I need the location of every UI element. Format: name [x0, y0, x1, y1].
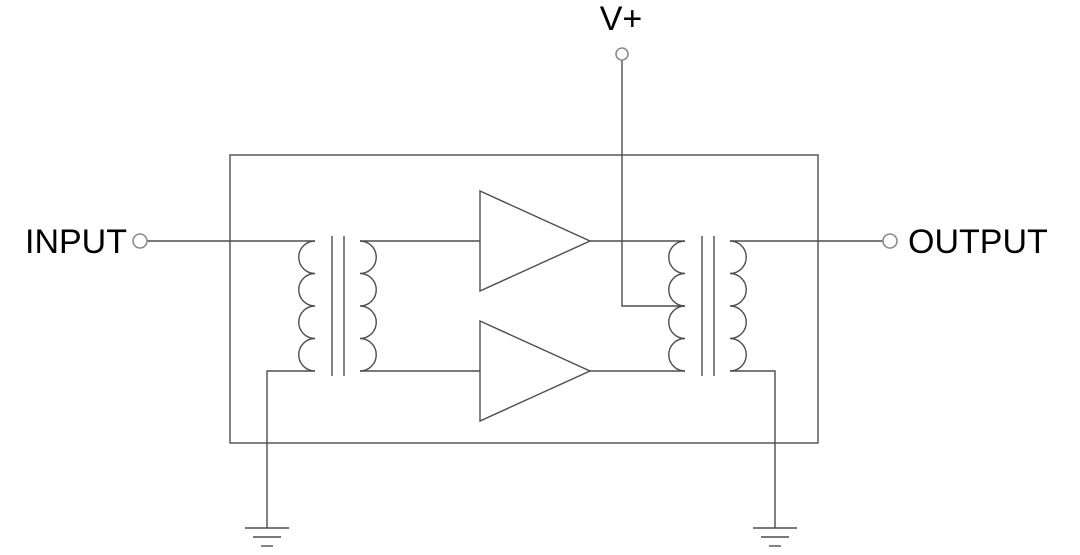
- output-transformer-primary-coil: [668, 240, 686, 372]
- output-label: OUTPUT: [908, 223, 1048, 261]
- vplus-wire: [621, 60, 685, 307]
- input-primary-ground-wire: [266, 370, 315, 528]
- terminals-group: [132, 47, 898, 249]
- amplifier-bottom: [479, 319, 592, 423]
- output-transformer-secondary-coil: [729, 240, 747, 372]
- input-label: INPUT: [25, 223, 127, 261]
- output-secondary-ground-wire: [730, 370, 776, 528]
- input-transformer-primary-coil: [298, 240, 316, 372]
- vplus-label: V+: [600, 0, 643, 38]
- output-terminal: [882, 233, 898, 249]
- amplifier-top: [479, 189, 592, 293]
- ground-symbol-left: [245, 527, 289, 547]
- input-transformer-secondary-coil: [359, 240, 377, 372]
- ground-symbol-right: [753, 527, 797, 547]
- vplus-terminal: [615, 47, 629, 61]
- ic-boundary-box: [229, 154, 819, 444]
- wires-group: [147, 60, 883, 547]
- input-terminal: [132, 233, 148, 249]
